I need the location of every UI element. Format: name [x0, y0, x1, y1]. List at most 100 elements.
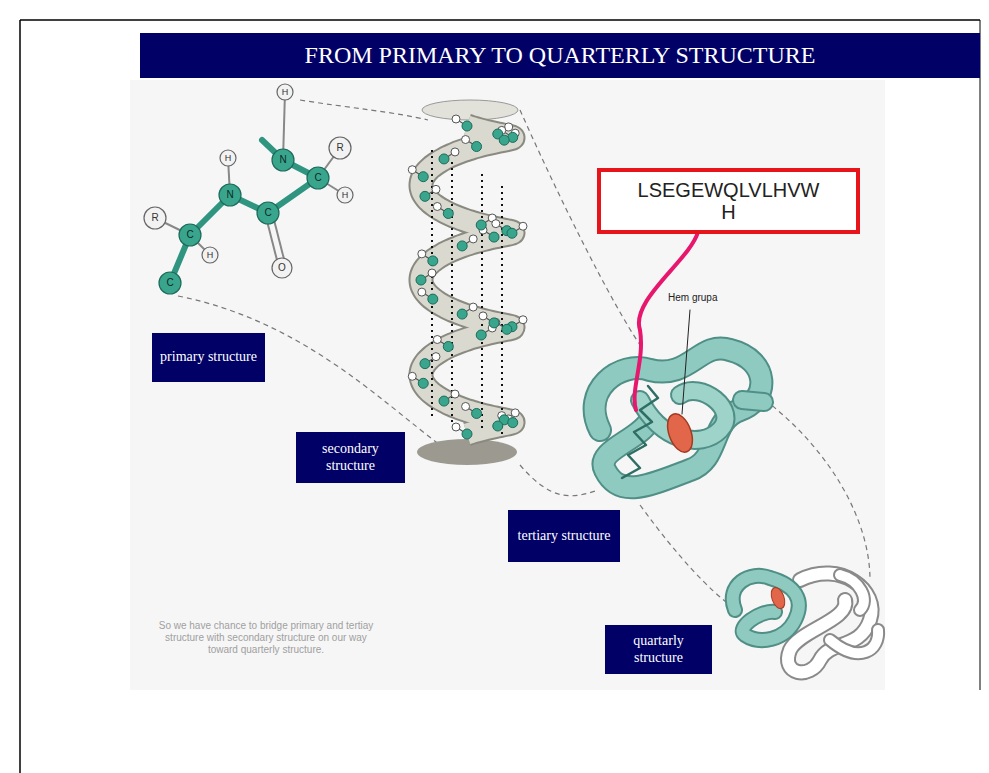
alpha-helix	[408, 100, 527, 465]
box-text: LSEGEWQLVLHVW H	[631, 179, 827, 223]
atom-symbol: H	[282, 87, 289, 98]
frame-line	[20, 19, 980, 21]
sequence-pointer	[635, 232, 698, 410]
guide-line	[520, 465, 598, 496]
level-label-box: primary structure	[152, 333, 265, 382]
tube	[742, 400, 764, 402]
level-label-box: tertiary structure	[508, 510, 620, 562]
nitrogen-atom	[219, 184, 241, 206]
hydrogen-atom	[202, 247, 218, 263]
tube	[830, 575, 878, 653]
part-label: Hem grupa	[668, 292, 717, 304]
carbon-atom	[307, 167, 329, 189]
helix-base	[417, 439, 517, 465]
atom-symbol: C	[314, 172, 321, 184]
side-atom	[408, 166, 416, 174]
atom-symbol: O	[278, 262, 286, 274]
guide-line	[640, 505, 730, 605]
atom-symbol: C	[186, 229, 193, 241]
side-atom	[469, 303, 477, 311]
backbone-atom	[420, 191, 430, 201]
atom-symbol: C	[264, 207, 271, 219]
note-text: So we have chance to bridge primary and …	[150, 620, 382, 656]
guide-line	[300, 100, 428, 120]
atom-symbol: C	[166, 277, 173, 289]
backbone-atom	[416, 275, 426, 285]
ribbon	[421, 126, 513, 434]
side-atom	[452, 423, 460, 431]
atom-symbol: R	[336, 142, 343, 154]
helix-trace	[622, 386, 658, 478]
slide-title: FROM PRIMARY TO QUARTERLY STRUCTURE	[140, 33, 980, 78]
backbone-atom	[489, 318, 499, 328]
atom-symbol: N	[226, 189, 233, 201]
tube-outline	[595, 348, 762, 487]
oxygen-atom	[272, 258, 292, 278]
box-text: tertiary structure	[518, 528, 611, 544]
sequence-box: LSEGEWQLVLHVW H	[597, 168, 860, 234]
hydrogen-atom	[277, 84, 293, 100]
level-label-box: quartarly structure	[605, 625, 712, 674]
backbone-atom	[508, 418, 518, 428]
backbone-atom	[499, 135, 509, 145]
side-atom	[452, 115, 460, 123]
primary-molecule	[144, 84, 353, 294]
box-text: secondary structure	[302, 441, 399, 473]
atom-symbol: H	[207, 250, 214, 261]
backbone-atom	[472, 408, 482, 418]
backbone-atom	[428, 294, 438, 304]
side-atom	[433, 202, 441, 210]
carbon-atom	[159, 272, 181, 294]
box-text: primary structure	[160, 349, 257, 365]
nitrogen-atom	[272, 149, 294, 171]
title-bar	[140, 33, 980, 78]
tertiary-fold	[595, 310, 764, 487]
backbone-bonds	[170, 140, 318, 283]
hydrogen-bond	[481, 174, 483, 432]
backbone-atom	[472, 142, 482, 152]
backbone-atom	[420, 359, 430, 369]
atoms	[144, 84, 353, 294]
backbone-atom	[489, 232, 499, 242]
backbone-atom	[457, 309, 467, 319]
side-atom	[451, 390, 459, 398]
side-chain-atom	[144, 207, 166, 229]
frame-line	[980, 20, 981, 690]
backbone-atom	[443, 342, 453, 352]
side-atom	[479, 312, 487, 320]
dashed-guides	[178, 100, 870, 605]
side-atom	[462, 136, 470, 144]
side-atom	[433, 336, 441, 344]
slide-frame	[20, 20, 980, 773]
side-atom	[451, 148, 459, 156]
side-atom	[428, 269, 436, 277]
quaternary-complex	[733, 574, 878, 673]
backbone-atom	[418, 378, 428, 388]
tube	[733, 576, 799, 640]
level-label-box: secondary structure	[296, 432, 405, 483]
side-atom	[408, 372, 416, 380]
backbone-atom	[439, 154, 449, 164]
carbon-atom	[179, 224, 201, 246]
atom-symbol: H	[342, 190, 349, 201]
heme-group	[769, 586, 788, 611]
side-atom	[418, 288, 426, 296]
side-chain-atom	[329, 137, 351, 159]
backbone-atom	[476, 330, 486, 340]
side-atom	[432, 353, 440, 361]
side-atom	[519, 316, 527, 324]
tube	[595, 348, 762, 487]
frame-line	[19, 20, 21, 773]
hydrogen-atom	[337, 187, 353, 203]
ribbon-outline	[421, 126, 513, 434]
backbone-atom	[443, 208, 453, 218]
backbone-atom	[462, 121, 472, 131]
side-atom	[418, 250, 426, 258]
atom-symbol: R	[151, 212, 158, 224]
box-text: quartarly structure	[611, 633, 706, 665]
tube-outline	[830, 575, 878, 653]
backbone-atom	[507, 228, 517, 238]
backbone-atom	[418, 172, 428, 182]
